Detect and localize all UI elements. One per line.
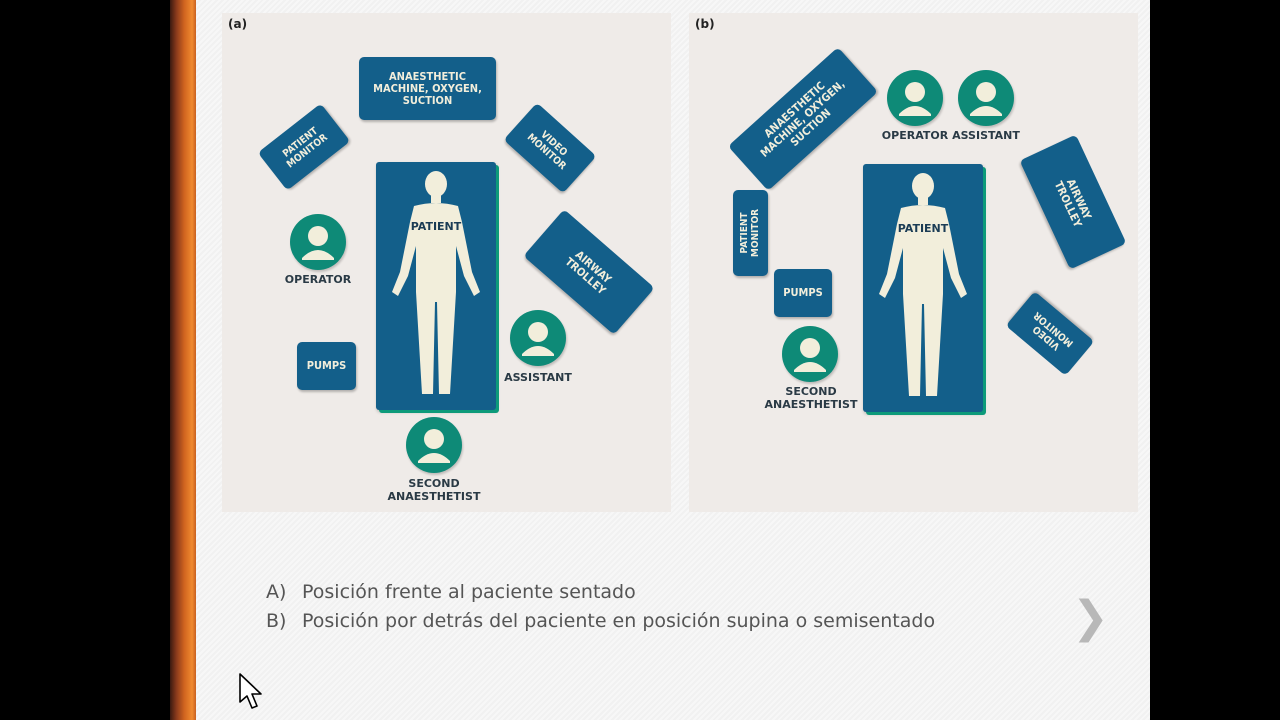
second-anaesthetist-avatar: [406, 417, 462, 473]
operator-avatar: [290, 214, 346, 270]
option-b: B) Posición por detrás del paciente en po…: [266, 607, 935, 636]
operator-label: OPERATOR: [284, 273, 352, 286]
person-icon: [302, 226, 334, 260]
patient-bed: PATIENT: [863, 164, 983, 412]
diagram-panel-a: (a) ANAESTHETIC MACHINE, OXYGEN, SUCTION…: [222, 13, 671, 512]
airway-trolley-box: AIRWAY TROLLEY: [1019, 134, 1127, 270]
assistant-avatar: [510, 310, 566, 366]
patient-monitor-box: PATIENT MONITOR: [257, 103, 351, 191]
patient-figure-icon: [879, 173, 967, 396]
panel-label: (b): [695, 17, 715, 31]
option-a: A) Posición frente al paciente sentado: [266, 578, 935, 607]
assistant-label: ASSISTANT: [504, 371, 572, 384]
operator-avatar: [887, 70, 943, 126]
mouse-cursor-icon: [239, 673, 262, 709]
anaesthetic-machine-box: ANAESTHETIC MACHINE, OXYGEN, SUCTION: [359, 57, 496, 120]
person-icon: [418, 429, 450, 463]
assistant-label: ASSISTANT: [952, 129, 1020, 142]
second-anaesthetist-label: SECOND ANAESTHETIST: [387, 477, 481, 503]
video-monitor-box: VIDEO MONITOR: [503, 102, 597, 194]
answer-options: A) Posición frente al paciente sentado B)…: [266, 578, 935, 636]
person-icon: [970, 82, 1002, 116]
person-icon: [899, 82, 931, 116]
patient-label: PATIENT: [897, 222, 949, 235]
operator-label: OPERATOR: [881, 129, 949, 142]
anaesthetic-machine-box: ANAESTHETIC MACHINE, OXYGEN, SUCTION: [727, 47, 879, 191]
person-icon: [522, 322, 554, 356]
patient-bed: PATIENT: [376, 162, 496, 410]
patient-label: PATIENT: [410, 220, 462, 233]
patient-monitor-text: PATIENT MONITOR: [739, 208, 762, 258]
pumps-box: PUMPS: [774, 269, 832, 317]
patient-monitor-box: PATIENT MONITOR: [733, 190, 768, 276]
person-icon: [794, 338, 826, 372]
panel-label: (a): [228, 17, 248, 31]
next-slide-button[interactable]: ❯: [1072, 592, 1109, 643]
diagram-panel-b: (b) ANAESTHETIC MACHINE, OXYGEN, SUCTION…: [689, 13, 1138, 512]
option-text: Posición frente al paciente sentado: [302, 581, 636, 603]
option-letter: A): [266, 581, 287, 603]
patient-figure-icon: [392, 171, 480, 394]
pumps-box: PUMPS: [297, 342, 356, 390]
video-monitor-box: VIDEO MONITOR: [1005, 291, 1095, 376]
second-anaesthetist-label: SECOND ANAESTHETIST: [764, 385, 858, 411]
slide-edge-decoration: [170, 0, 196, 720]
assistant-avatar: [958, 70, 1014, 126]
second-anaesthetist-avatar: [782, 326, 838, 382]
option-text: Posición por detrás del paciente en posi…: [302, 610, 936, 632]
option-letter: B): [266, 610, 287, 632]
